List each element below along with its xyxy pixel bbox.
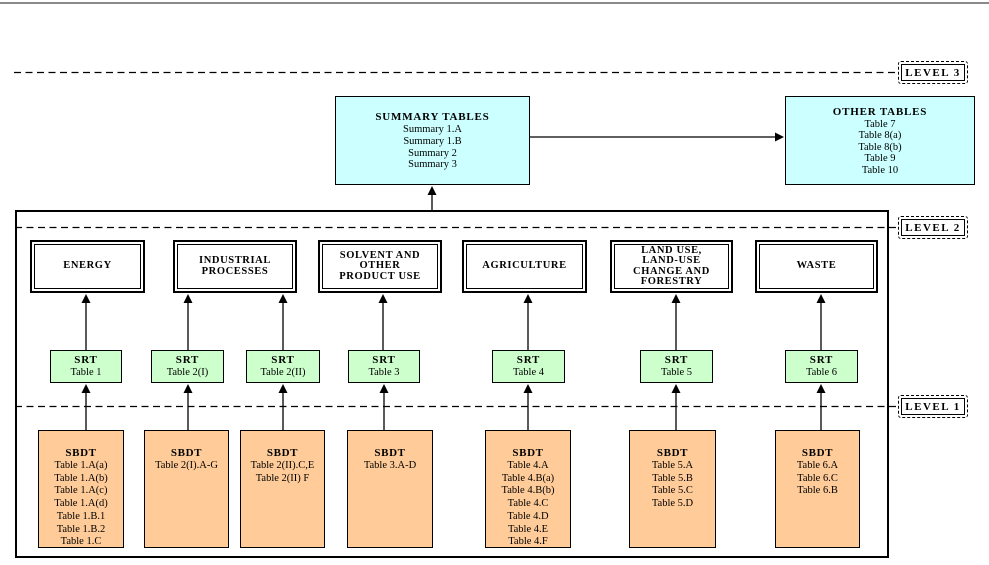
- srt-box-2ii: SRT Table 2(II): [246, 350, 320, 383]
- summary-tables-box: SUMMARY TABLES Summary 1.A Summary 1.B S…: [335, 96, 530, 185]
- level-3-label-box: LEVEL 3: [898, 61, 968, 84]
- level-2-label-box: LEVEL 2: [898, 216, 968, 239]
- srt-items: Table 2(I): [166, 367, 209, 379]
- srt-box-4: SRT Table 4: [492, 350, 565, 383]
- sbdt-items: Table 2(I).A-G: [155, 460, 218, 471]
- srt-title: SRT: [664, 354, 689, 367]
- sector-box-agriculture: AGRICULTURE: [462, 240, 587, 293]
- sector-box-lulucf: LAND USE, LAND-USE CHANGE AND FORESTRY: [610, 240, 733, 293]
- other-tables-box: OTHER TABLES Table 7 Table 8(a) Table 8(…: [785, 96, 975, 185]
- level-2-label: LEVEL 2: [901, 219, 965, 236]
- level-1-label-box: LEVEL 1: [898, 395, 968, 418]
- sbdt-box-4: SBDT Table 3.A-D: [347, 430, 433, 548]
- sbdt-box-7: SBDT Table 6.A Table 6.C Table 6.B: [775, 430, 860, 548]
- srt-title: SRT: [809, 354, 834, 367]
- sbdt-items: Table 6.A Table 6.C Table 6.B: [796, 460, 839, 497]
- sbdt-title: SBDT: [65, 447, 97, 459]
- sbdt-box-6: SBDT Table 5.A Table 5.B Table 5.C Table…: [629, 430, 716, 548]
- sbdt-title: SBDT: [170, 447, 203, 459]
- srt-items: Table 6: [805, 367, 838, 379]
- sector-box-industrial-processes: INDUSTRIAL PROCESSES: [173, 240, 297, 293]
- top-rule-line: [0, 2, 989, 4]
- sector-box-waste: WASTE: [755, 240, 878, 293]
- srt-items: Table 4: [512, 367, 545, 379]
- arrow-container-to-summary-tables: [427, 186, 437, 211]
- summary-tables-title: SUMMARY TABLES: [375, 111, 490, 124]
- sbdt-title: SBDT: [801, 447, 834, 459]
- sector-label-agriculture: AGRICULTURE: [482, 260, 567, 272]
- srt-box-3: SRT Table 3: [348, 350, 420, 383]
- srt-box-6: SRT Table 6: [785, 350, 858, 383]
- srt-title: SRT: [74, 354, 98, 367]
- srt-box-1: SRT Table 1: [50, 350, 122, 383]
- sector-box-energy: ENERGY: [30, 240, 145, 293]
- sector-box-solvent: SOLVENT AND OTHER PRODUCT USE: [318, 240, 442, 293]
- srt-items: Table 2(II): [260, 367, 306, 379]
- srt-title: SRT: [516, 354, 541, 367]
- sbdt-items: Table 5.A Table 5.B Table 5.C Table 5.D: [651, 460, 694, 510]
- level2-container-frame: [15, 210, 889, 558]
- sbdt-items: Table 1.A(a) Table 1.A(b) Table 1.A(c) T…: [54, 460, 108, 548]
- sbdt-items: Table 2(II).C,E Table 2(II) F: [250, 460, 315, 484]
- srt-items: Table 5: [660, 367, 693, 379]
- sbdt-items: Table 3.A-D: [363, 460, 417, 471]
- srt-items: Table 3: [368, 367, 400, 379]
- sbdt-title: SBDT: [374, 447, 406, 459]
- summary-tables-items: Summary 1.A Summary 1.B Summary 2 Summar…: [403, 124, 462, 171]
- srt-box-2i: SRT Table 2(I): [151, 350, 224, 383]
- level-3-label: LEVEL 3: [901, 64, 965, 81]
- srt-title: SRT: [175, 354, 200, 367]
- other-tables-items: Table 7 Table 8(a) Table 8(b) Table 9 Ta…: [858, 118, 902, 176]
- sector-label-waste: WASTE: [796, 260, 837, 272]
- sbdt-title: SBDT: [512, 447, 544, 459]
- sbdt-box-1: SBDT Table 1.A(a) Table 1.A(b) Table 1.A…: [38, 430, 124, 548]
- srt-title: SRT: [271, 354, 295, 367]
- sbdt-items: Table 4.A Table 4.B(a) Table 4.B(b) Tabl…: [501, 460, 555, 548]
- sector-label-industrial-processes: INDUSTRIAL PROCESSES: [199, 255, 271, 277]
- sbdt-box-2: SBDT Table 2(I).A-G: [144, 430, 229, 548]
- other-tables-title: OTHER TABLES: [832, 105, 928, 118]
- sector-label-solvent: SOLVENT AND OTHER PRODUCT USE: [339, 249, 421, 282]
- level-1-label: LEVEL 1: [901, 398, 965, 415]
- sbdt-title: SBDT: [266, 447, 299, 459]
- sbdt-box-3: SBDT Table 2(II).C,E Table 2(II) F: [240, 430, 325, 548]
- srt-title: SRT: [372, 354, 396, 367]
- sector-label-lulucf: LAND USE, LAND-USE CHANGE AND FORESTRY: [633, 244, 710, 287]
- sector-label-energy: ENERGY: [63, 260, 112, 272]
- arrow-summary-to-other-tables: [530, 132, 784, 142]
- sbdt-title: SBDT: [656, 447, 689, 459]
- srt-box-5: SRT Table 5: [640, 350, 713, 383]
- sbdt-box-5: SBDT Table 4.A Table 4.B(a) Table 4.B(b)…: [485, 430, 571, 548]
- srt-items: Table 1: [70, 367, 102, 379]
